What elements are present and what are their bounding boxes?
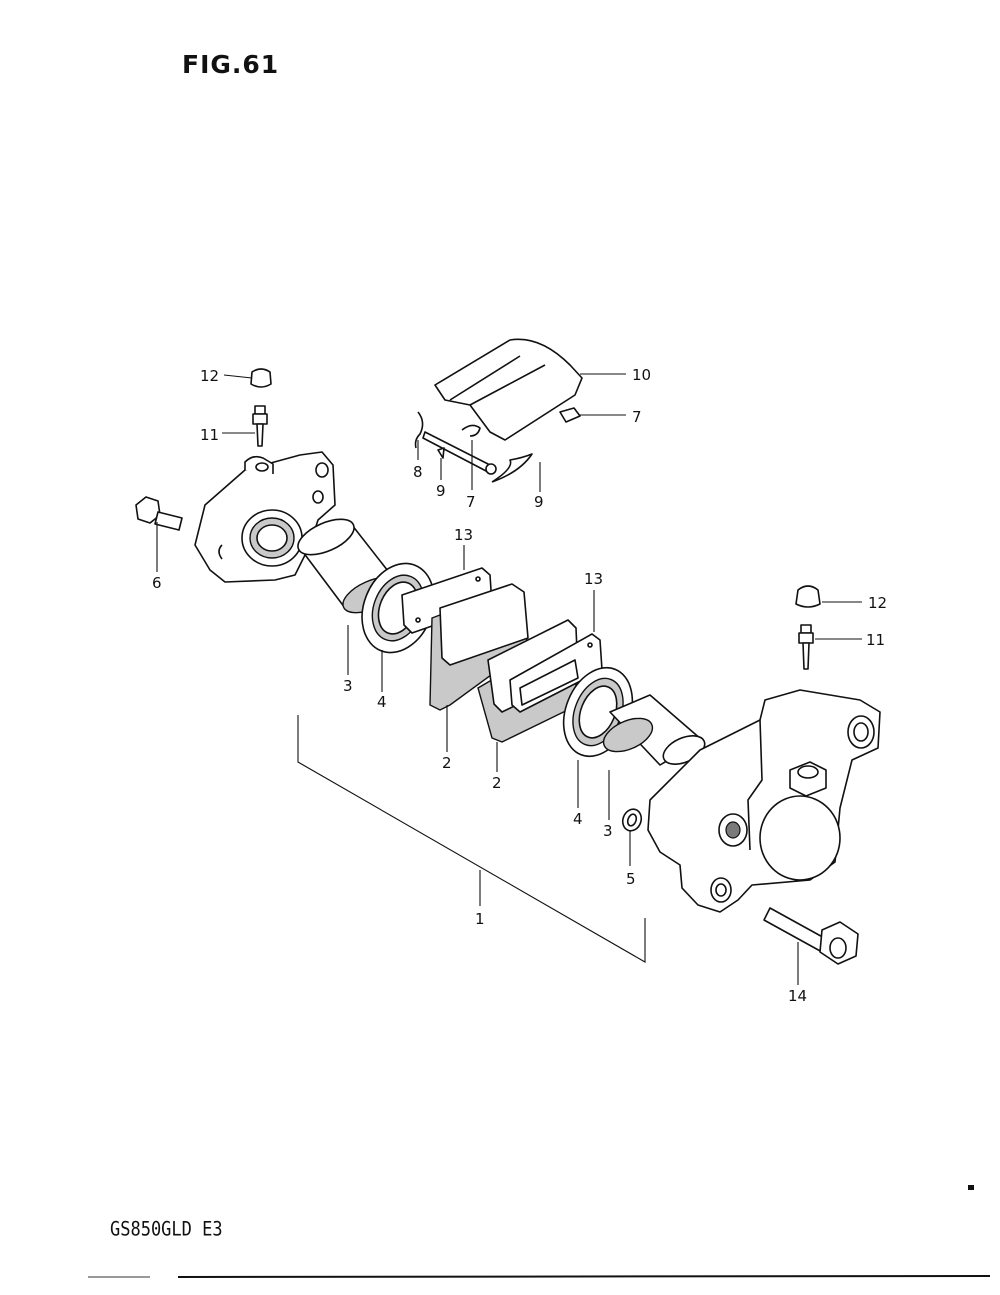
brake-pad-left [429,583,529,711]
pad-spring [434,338,583,441]
callout-8: 8 [413,463,423,481]
callout-6: 6 [152,574,162,592]
piston-right [602,694,706,766]
callout-4-left: 4 [377,693,387,711]
callout-11-right: 11 [866,631,885,649]
callout-labels: 12 11 6 10 7 8 9 7 9 13 13 12 11 3 4 2 2… [152,366,887,1005]
callout-2-left: 2 [442,754,452,772]
pad-pin-left [422,431,497,475]
callout-11-left: 11 [200,426,219,444]
pin-clip-7-small [461,424,481,437]
callout-7-right: 7 [632,408,642,426]
model-code-label: GS850GLD E3 [110,1218,223,1241]
callout-13-right: 13 [584,570,603,588]
figure-title: FIG.61 [182,50,280,79]
caliper-inner-half [647,689,881,913]
assembly-bracket [297,715,646,963]
callout-3-left: 3 [343,677,353,695]
pin-clip-9-right [491,453,533,483]
callout-10: 10 [632,366,651,384]
bleeder-cap-left [250,368,272,388]
retaining-clip-8 [414,411,424,449]
pin-clip-9-left [437,447,445,459]
pad-pin-right [559,407,581,423]
callout-13-left: 13 [454,526,473,544]
mounting-bolt [135,496,183,531]
bleeder-valve-right [798,624,814,670]
callout-3-right: 3 [603,822,613,840]
callout-7-left: 7 [466,493,476,511]
copper-washer [621,808,643,832]
callout-4-right: 4 [573,810,583,828]
bleeder-valve-left [252,405,268,447]
callout-12-right: 12 [868,594,887,612]
callout-12-left: 12 [200,367,219,385]
callout-14: 14 [788,987,807,1005]
callout-1: 1 [475,910,485,928]
callout-9-right: 9 [534,493,544,511]
callout-5: 5 [626,870,636,888]
bleeder-cap-right [795,585,821,608]
callout-2-right: 2 [492,774,502,792]
callout-9-left: 9 [436,482,446,500]
leader-lines [156,373,862,985]
scan-marks [88,1185,991,1278]
caliper-mounting-bolt [763,907,859,965]
